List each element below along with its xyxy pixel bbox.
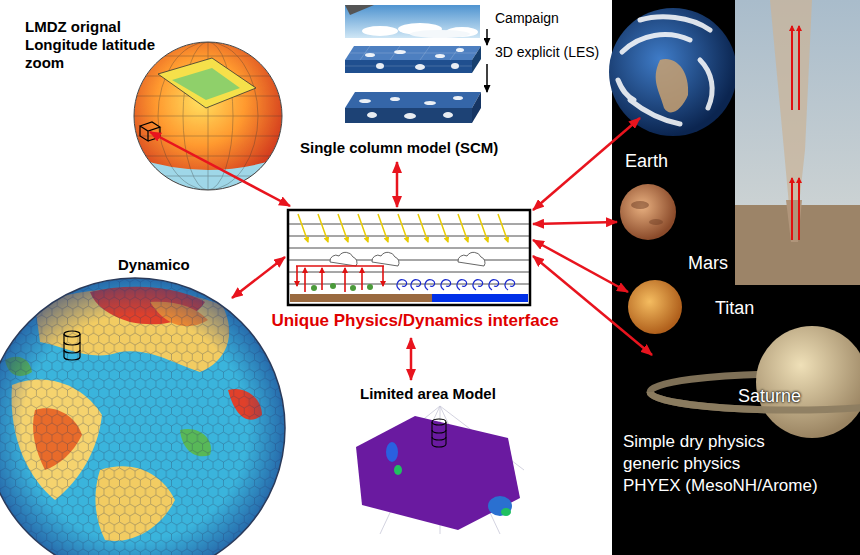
interface-box: Unique Physics/Dynamics interface <box>262 208 568 338</box>
earth-picture <box>609 8 737 136</box>
planet: Titan <box>622 278 772 338</box>
saturn-picture <box>650 326 860 438</box>
flow-arrow <box>486 29 488 45</box>
model-name: Limited area Model <box>360 385 496 403</box>
physics-option: Simple dry physics <box>623 431 818 453</box>
scm-domain <box>345 92 481 123</box>
double-arrow <box>410 338 413 380</box>
double-arrow <box>232 257 285 298</box>
planet-name: Saturne <box>738 386 801 408</box>
model-name: LMDZ orignal Longitude latitude zoom <box>25 18 175 72</box>
physics-column <box>288 210 530 305</box>
scm-slab: Single column model (SCM) <box>298 85 503 163</box>
campaign-photo <box>345 5 480 38</box>
interface-title: Unique Physics/Dynamics interface <box>271 311 558 331</box>
planet: Mars <box>615 180 740 277</box>
lmdz-globe <box>120 40 296 200</box>
flow-arrow <box>486 64 488 92</box>
mars-picture <box>620 184 676 240</box>
planet-name: Earth <box>625 151 668 173</box>
physics-list: Simple dry physicsgeneric physicsPHYEX (… <box>623 431 818 497</box>
model-globe: LMDZ orignal Longitude latitude zoom <box>22 15 284 193</box>
les-slab: 3D explicit (LES) <box>345 40 610 77</box>
limited-area-map <box>352 406 524 534</box>
double-arrow <box>396 162 399 207</box>
double-arrow <box>533 240 628 292</box>
model-globe: Dynamico <box>0 256 275 555</box>
double-arrow <box>533 222 617 224</box>
double-arrow <box>150 132 290 206</box>
step-label: 3D explicit (LES) <box>495 44 599 61</box>
les-domain <box>345 46 481 73</box>
planet-name: Mars <box>688 253 728 275</box>
planet: Earth <box>612 0 735 175</box>
planet-name: Titan <box>715 298 754 320</box>
physics-option: PHYEX (MesoNH/Arome) <box>623 475 818 497</box>
double-arrow <box>533 118 640 210</box>
double-arrow <box>533 256 652 355</box>
photo-strip: Campaign <box>345 3 563 38</box>
model-name: Single column model (SCM) <box>300 139 498 157</box>
area-map: Limited area Model <box>350 383 525 535</box>
physics-option: generic physics <box>623 453 818 475</box>
dynamico-globe <box>0 270 300 555</box>
dust-devil-photo <box>735 0 860 285</box>
planet: Saturne <box>645 335 860 432</box>
step-label: Campaign <box>495 10 559 27</box>
model-name: Dynamico <box>118 256 190 274</box>
titan-picture <box>628 280 682 334</box>
